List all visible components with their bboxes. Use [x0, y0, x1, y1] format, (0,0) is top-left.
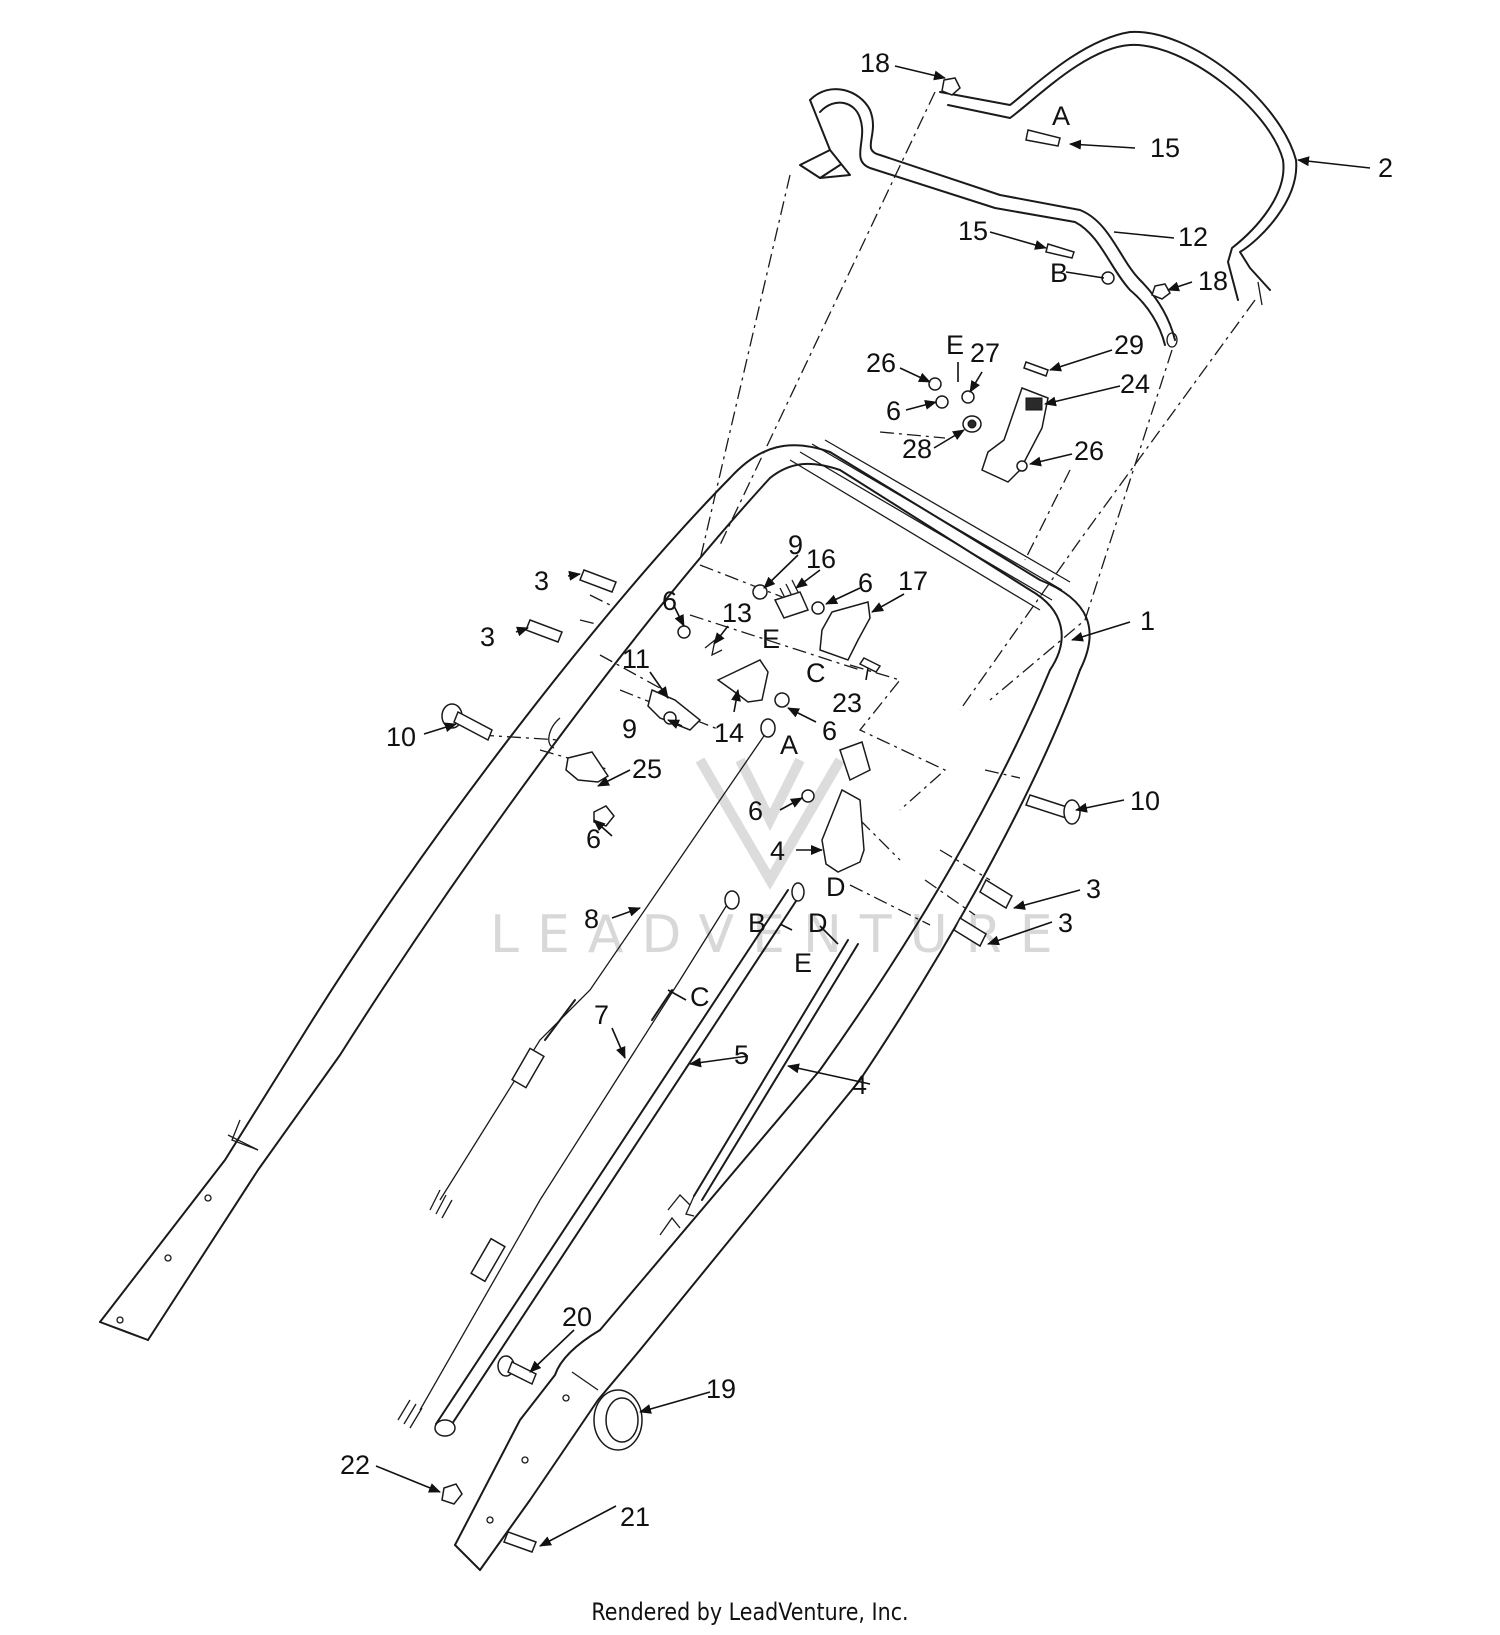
callout-14: 14 [714, 718, 744, 748]
watermark-logo [695, 757, 845, 890]
callout-20: 20 [562, 1302, 592, 1332]
callout-6e: 6 [586, 824, 601, 854]
callout-1: 1 [1140, 606, 1155, 636]
callout-3b: 3 [480, 622, 495, 652]
callout-29: 29 [1114, 330, 1144, 360]
callout-C2: C [690, 982, 710, 1012]
lower-handle-frame [99, 439, 1091, 1571]
callout-6d: 6 [822, 716, 837, 746]
callout-E2: E [762, 624, 780, 654]
callout-D1: D [826, 872, 846, 902]
callout-E1: E [946, 330, 964, 360]
callout-6c: 6 [662, 586, 677, 616]
hardware [441, 77, 1171, 1553]
callout-21: 21 [620, 1502, 650, 1532]
callout-3a: 3 [534, 566, 549, 596]
footer-credit: Rendered by LeadVenture, Inc. [591, 1598, 909, 1626]
callout-27: 27 [970, 338, 1000, 368]
guide-lines [479, 91, 1256, 926]
callout-17: 17 [898, 566, 928, 596]
callout-16: 16 [806, 544, 836, 574]
control-bail [799, 88, 1178, 348]
callout-26b: 26 [1074, 436, 1104, 466]
upper-handle-bail [939, 30, 1298, 306]
callout-13: 13 [722, 598, 752, 628]
callout-12: 12 [1178, 222, 1208, 252]
callout-3d: 3 [1058, 908, 1073, 938]
callout-3c: 3 [1086, 874, 1101, 904]
leader-lines [375, 65, 1371, 1547]
callout-15b: 15 [958, 216, 988, 246]
callout-24: 24 [1120, 369, 1150, 399]
callout-6b: 6 [858, 568, 873, 598]
callout-A2: A [780, 730, 798, 760]
callout-D2: D [808, 908, 828, 938]
callout-4b: 4 [852, 1070, 867, 1100]
callout-28: 28 [902, 434, 932, 464]
callout-E3: E [794, 948, 812, 978]
callout-22: 22 [340, 1450, 370, 1480]
callout-9b: 9 [622, 714, 637, 744]
callout-C1: C [806, 658, 826, 688]
callout-26a: 26 [866, 348, 896, 378]
callout-7: 7 [594, 1000, 609, 1030]
callout-25: 25 [632, 754, 662, 784]
callout-9a: 9 [788, 530, 803, 560]
callout-8: 8 [584, 904, 599, 934]
callout-18a: 18 [860, 48, 890, 78]
callout-2: 2 [1378, 153, 1393, 183]
callout-18b: 18 [1198, 266, 1228, 296]
callout-A1: A [1052, 101, 1070, 131]
callout-15a: 15 [1150, 133, 1180, 163]
callout-B2: B [748, 908, 766, 938]
callout-5: 5 [734, 1040, 749, 1070]
callout-6a: 6 [886, 396, 901, 426]
callout-10a: 10 [386, 722, 416, 752]
callout-labels: 18 A 15 2 15 12 B 18 E 27 29 26 24 6 28 … [340, 48, 1393, 1532]
callout-11: 11 [622, 644, 650, 674]
callout-B1: B [1050, 258, 1068, 288]
callout-6f: 6 [748, 796, 763, 826]
callout-4a: 4 [770, 836, 785, 866]
callout-23: 23 [832, 688, 862, 718]
callout-10b: 10 [1130, 786, 1160, 816]
callout-19: 19 [706, 1374, 736, 1404]
cables [397, 718, 859, 1437]
